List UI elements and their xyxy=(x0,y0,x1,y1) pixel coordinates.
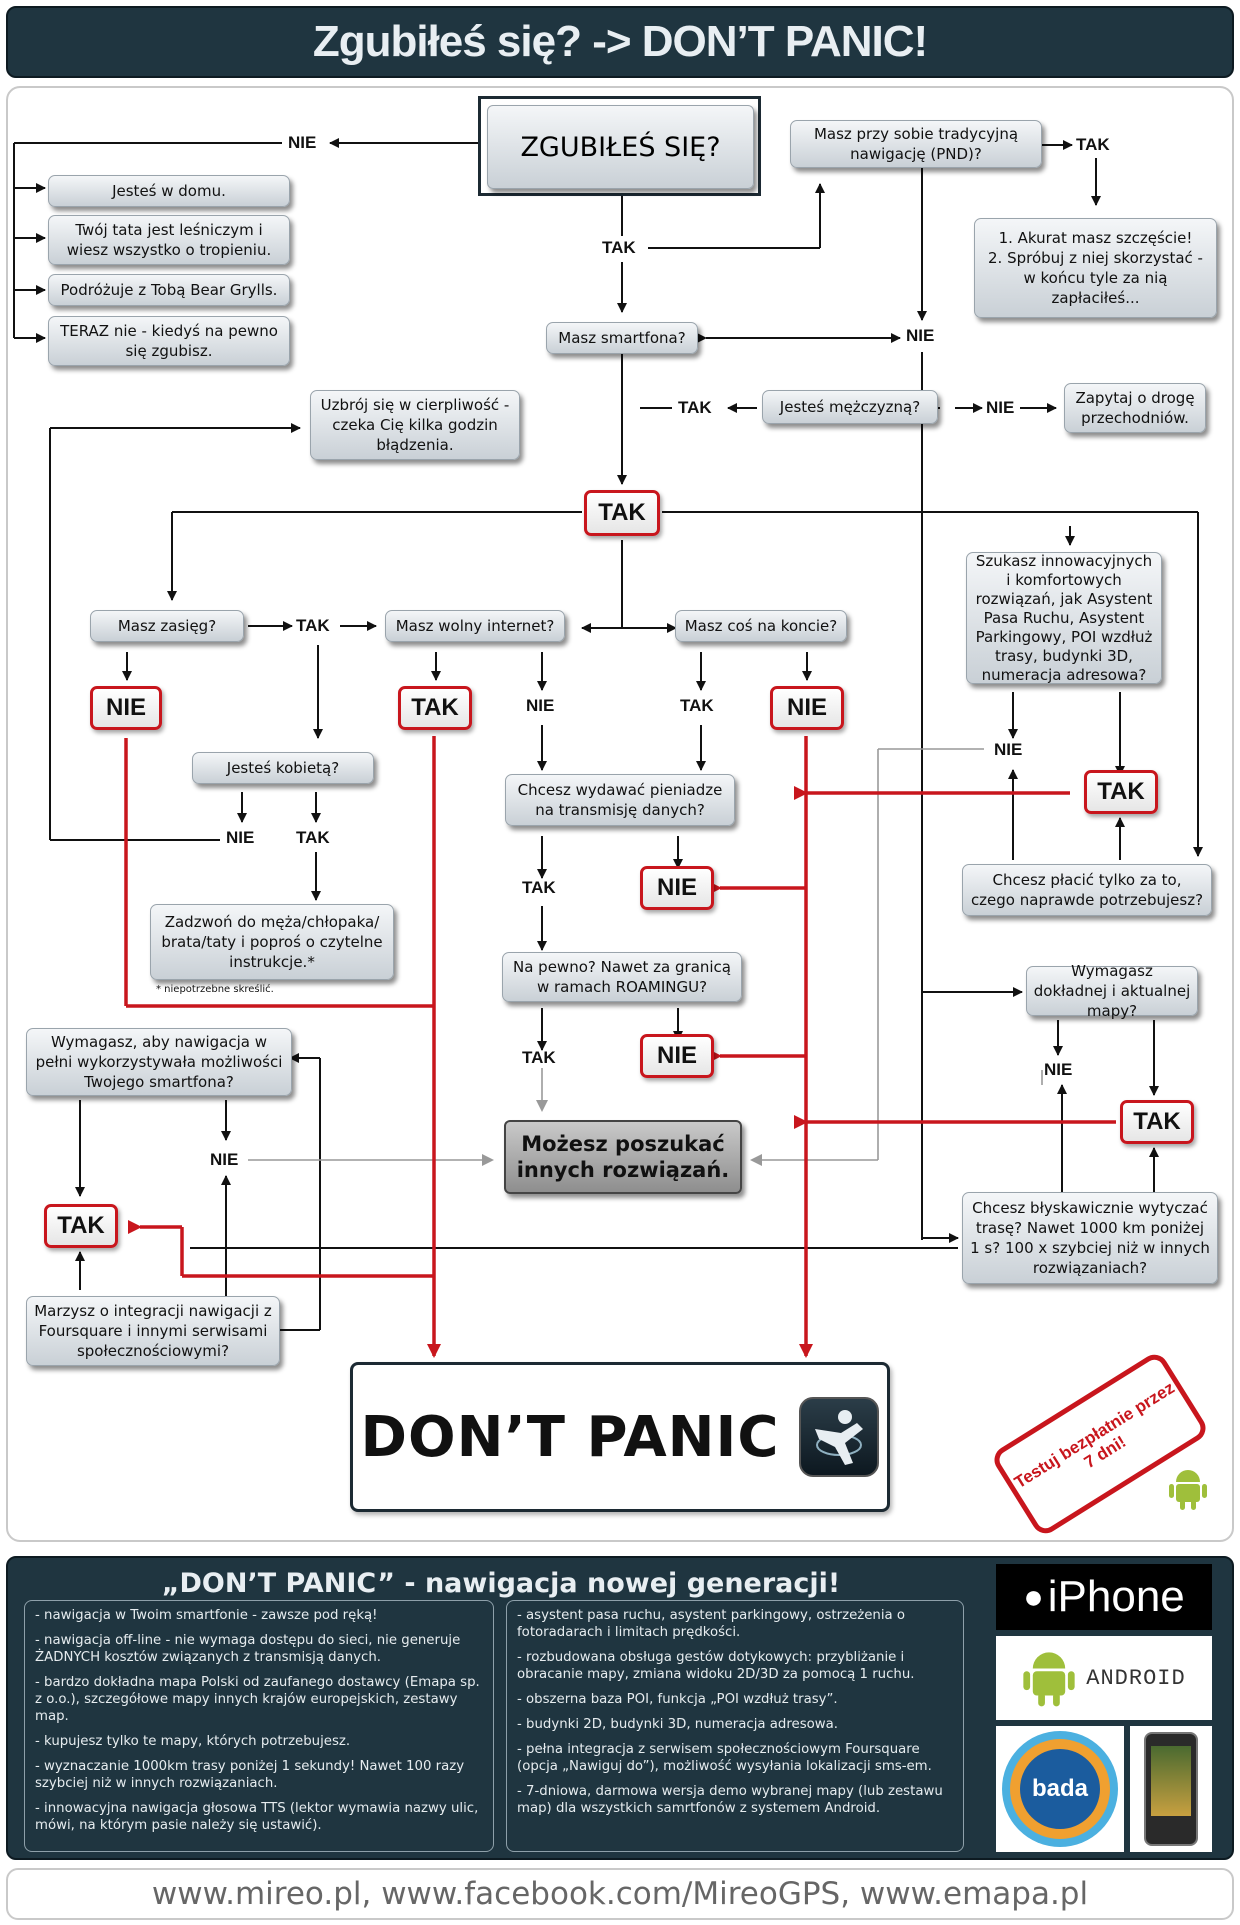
label-nie-start: NIE xyxy=(288,133,317,152)
label-tak-man: TAK xyxy=(678,398,712,417)
feature-item: - innowacyjna nawigacja głosowa TTS (lek… xyxy=(35,1801,479,1833)
feature-item: - budynki 2D, budynki 3D, numeracja adre… xyxy=(517,1717,839,1732)
patience-box: Uzbrój się w cierpliwość - czeka Cię kil… xyxy=(310,390,520,460)
account-question: Masz coś na koncie? xyxy=(675,610,847,642)
features-left-list: - nawigacja w Twoim smartfonie - zawsze … xyxy=(24,1600,494,1852)
signal-question: Masz zasięg? xyxy=(90,610,244,642)
feature-item: - kupujesz tylko te mapy, których potrze… xyxy=(35,1734,351,1749)
innovation-question: Szukasz innowacyjnych i komfortowych roz… xyxy=(966,552,1162,684)
android-icon xyxy=(1022,1646,1076,1710)
roaming-question: Na pewno? Nawet za granicą w ramach ROAM… xyxy=(502,952,742,1002)
label-nie-pnd: NIE xyxy=(906,326,935,345)
feature-item: - pełna integracja z serwisem społecznoś… xyxy=(517,1742,932,1774)
now-box: TERAZ nie - kiedyś na pewno się zgubisz. xyxy=(48,316,290,366)
man-question: Jesteś mężczyzną? xyxy=(762,390,938,424)
feature-item: - wyznaczanie 1000km trasy poniżej 1 sek… xyxy=(35,1759,465,1791)
feature-item: - rozbudowana obsługa gestów dotykowych:… xyxy=(517,1650,915,1682)
features-title: „DON’T PANIC” - nawigacja nowej generacj… xyxy=(161,1567,841,1599)
label-tak-roaming: TAK xyxy=(522,1048,556,1067)
woman-question: Jesteś kobietą? xyxy=(192,752,374,784)
label-tak-spend: TAK xyxy=(522,878,556,897)
label-nie-innovation: NIE xyxy=(994,740,1023,759)
page-title: Zgubiłeś się? -> DON’T PANIC! xyxy=(6,6,1234,78)
call-box: Zadzwoń do męża/chłopaka/ brata/taty i p… xyxy=(150,904,394,980)
internet-question: Masz wolny internet? xyxy=(385,610,565,642)
android-logo: ANDROID xyxy=(996,1636,1212,1720)
apple-icon: ● xyxy=(1023,1577,1044,1616)
iphone-logo-text: iPhone xyxy=(1047,1572,1185,1621)
dont-panic-label: DON’T PANIC xyxy=(360,1404,780,1470)
app-logo-icon xyxy=(799,1397,880,1477)
iphone-logo: ● iPhone xyxy=(996,1564,1212,1630)
pnd-question: Masz przy sobie tradycyjną nawigację (PN… xyxy=(790,120,1042,168)
android-robot-icon xyxy=(1168,1466,1208,1512)
feature-item: - nawigacja off-line - nie wymaga dostęp… xyxy=(35,1633,461,1665)
nie-spend-red: NIE xyxy=(640,866,714,910)
nie-signal-red: NIE xyxy=(90,686,162,730)
label-tak-start: TAK xyxy=(602,238,636,257)
label-nie-internet: NIE xyxy=(526,696,555,715)
label-nie-man: NIE xyxy=(986,398,1015,417)
nie-account-red: NIE xyxy=(770,686,844,730)
other-solutions-box: Możesz poszukać innych rozwiązań. xyxy=(504,1120,742,1194)
label-nie-woman: NIE xyxy=(226,828,255,847)
label-nie-map: NIE xyxy=(1044,1060,1073,1079)
full-use-question: Wymagasz, aby nawigacja w pełni wykorzys… xyxy=(26,1028,292,1096)
nie-roaming-red: NIE xyxy=(640,1034,714,1078)
tak-internet-red: TAK xyxy=(398,686,472,730)
foursquare-question: Marzysz o integracji nawigacji z Foursqu… xyxy=(26,1296,280,1366)
tak-main-red: TAK xyxy=(584,490,660,536)
pay-question: Chcesz płacić tylko za to, czego naprawd… xyxy=(962,864,1212,916)
fast-route-question: Chcesz błyskawicznie wytyczać trasę? Naw… xyxy=(962,1192,1218,1284)
label-tak-signal: TAK xyxy=(296,616,330,635)
feature-item: - bardzo dokładna mapa Polski od zaufane… xyxy=(35,1675,480,1724)
dont-panic-box: DON’T PANIC xyxy=(350,1362,890,1512)
smartphone-question: Masz smartfona? xyxy=(546,322,698,354)
phone-icon xyxy=(1144,1732,1198,1846)
ask-way-box: Zapytaj o drogę przechodniów. xyxy=(1064,383,1206,433)
bada-logo-text: bada xyxy=(1020,1749,1100,1829)
spend-question: Chcesz wydawać pieniadze na transmisję d… xyxy=(505,774,735,826)
android-logo-text: ANDROID xyxy=(1086,1665,1186,1691)
feature-item: - asystent pasa ruchu, asystent parkingo… xyxy=(517,1608,906,1640)
tak-innovation-red: TAK xyxy=(1084,770,1158,814)
phone-image xyxy=(1130,1726,1212,1852)
tak-full-use-red: TAK xyxy=(44,1204,118,1248)
feature-item: - obszerna baza POI, funkcja „POI wzdłuż… xyxy=(517,1692,838,1707)
footer-links[interactable]: www.mireo.pl, www.facebook.com/MireoGPS,… xyxy=(6,1868,1234,1920)
footnote: * niepotrzebne skreślić. xyxy=(156,984,274,995)
label-tak-account: TAK xyxy=(680,696,714,715)
label-tak-pnd: TAK xyxy=(1076,135,1110,154)
label-nie-full-use: NIE xyxy=(210,1150,239,1169)
grylls-box: Podróżuje z Tobą Bear Grylls. xyxy=(48,274,290,306)
map-question: Wymagasz dokładnej i aktualnej mapy? xyxy=(1026,962,1198,1020)
pnd-yes-box: 1. Akurat masz szczęście! 2. Spróbuj z n… xyxy=(974,218,1217,318)
start-question-label: ZGUBIŁEŚ SIĘ? xyxy=(487,105,754,189)
label-tak-woman: TAK xyxy=(296,828,330,847)
feature-item: - 7-dniowa, darmowa wersja demo wybranej… xyxy=(517,1784,943,1816)
start-question: ZGUBIŁEŚ SIĘ? xyxy=(478,96,761,196)
bada-logo: bada xyxy=(996,1726,1124,1852)
dad-box: Twój tata jest leśniczym i wiesz wszystk… xyxy=(48,215,290,265)
feature-item: - nawigacja w Twoim smartfonie - zawsze … xyxy=(35,1608,378,1623)
home-box: Jesteś w domu. xyxy=(48,175,290,207)
tak-map-red: TAK xyxy=(1120,1100,1194,1144)
features-right-list: - asystent pasa ruchu, asystent parkingo… xyxy=(506,1600,964,1852)
